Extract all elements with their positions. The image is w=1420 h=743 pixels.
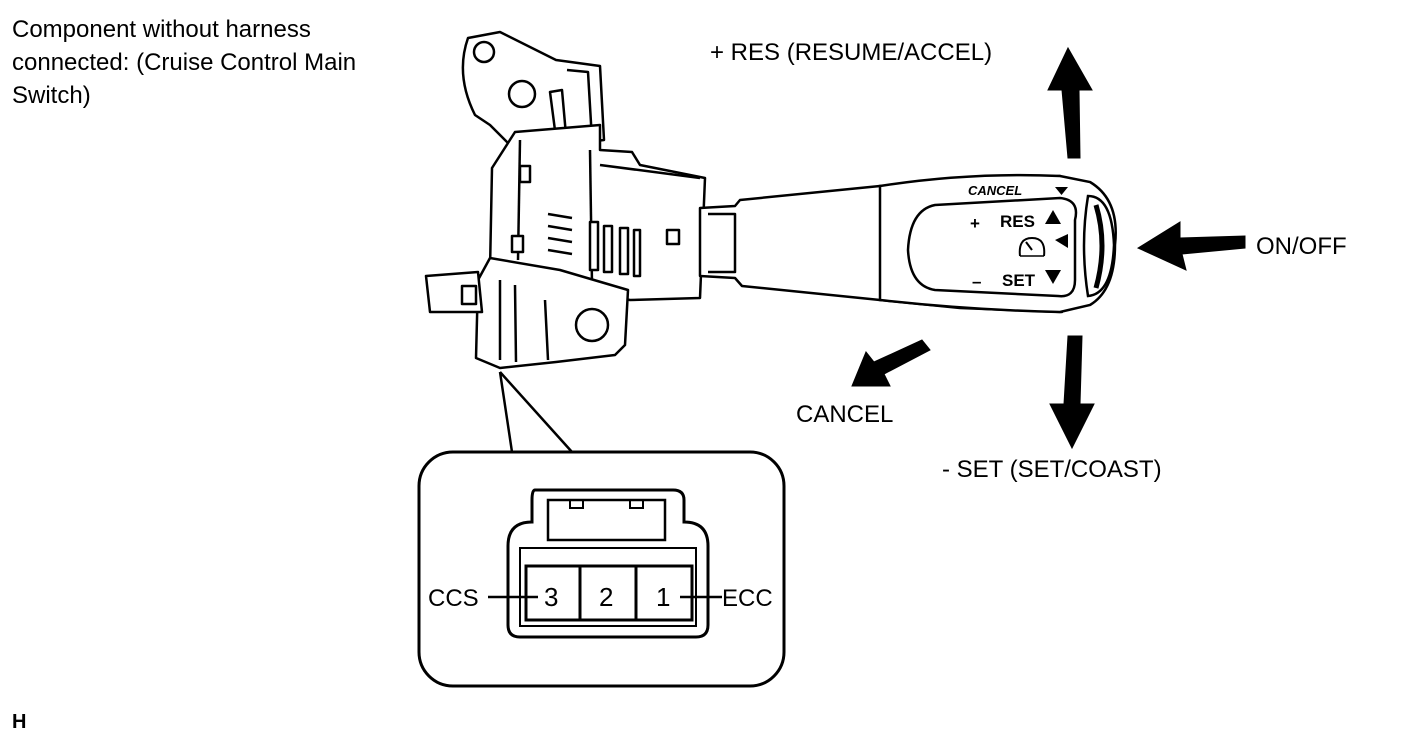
on-off-label: ON/OFF: [1256, 233, 1347, 260]
on-off-arrow-icon: [1136, 221, 1246, 271]
cancel-label: CANCEL: [796, 401, 893, 428]
connector-pin-1: [634, 564, 694, 622]
lever-cancel-arrow-icon: [1055, 187, 1068, 195]
set-arrow-icon: [1049, 335, 1095, 450]
connector-callout: 3 2 1 CCS ECC: [417, 450, 786, 688]
lever-set-arrow-icon: [1045, 270, 1061, 284]
caption-line-3: Switch): [12, 82, 91, 109]
ecc-label: ECC: [722, 585, 773, 612]
lever-plus-sign: +: [970, 214, 980, 233]
lever-cancel-text: CANCEL: [968, 183, 1022, 198]
direction-arrows: [851, 46, 1246, 450]
resume-arrow-icon: [1047, 46, 1093, 159]
component-caption: Component without harness connected: (Cr…: [12, 16, 356, 109]
lever-minus-sign: –: [972, 272, 981, 291]
pin-3-number: 3: [544, 582, 558, 612]
pin-2-number: 2: [599, 582, 613, 612]
corner-mark: H: [12, 711, 26, 733]
caption-line-1: Component without harness: [12, 16, 311, 43]
lever-main-arrow-icon: [1055, 234, 1068, 248]
caption-line-2: connected: (Cruise Control Main: [12, 49, 356, 76]
resume-label: + RES (RESUME/ACCEL): [710, 39, 992, 66]
lever-set-text: SET: [1002, 271, 1036, 290]
ccs-label: CCS: [428, 585, 479, 612]
pin-1-number: 1: [656, 582, 670, 612]
set-label: - SET (SET/COAST): [942, 456, 1162, 483]
lever-res-text: RES: [1000, 212, 1035, 231]
callout-leader: [498, 371, 573, 453]
lever-res-arrow-icon: [1045, 210, 1061, 224]
lever-head: CANCEL + RES – SET: [878, 173, 1117, 314]
cancel-arrow-icon: [851, 339, 931, 387]
connector-pin-3: [524, 564, 582, 622]
speedometer-icon: [1018, 236, 1046, 257]
connector-pin-2: [578, 564, 638, 622]
